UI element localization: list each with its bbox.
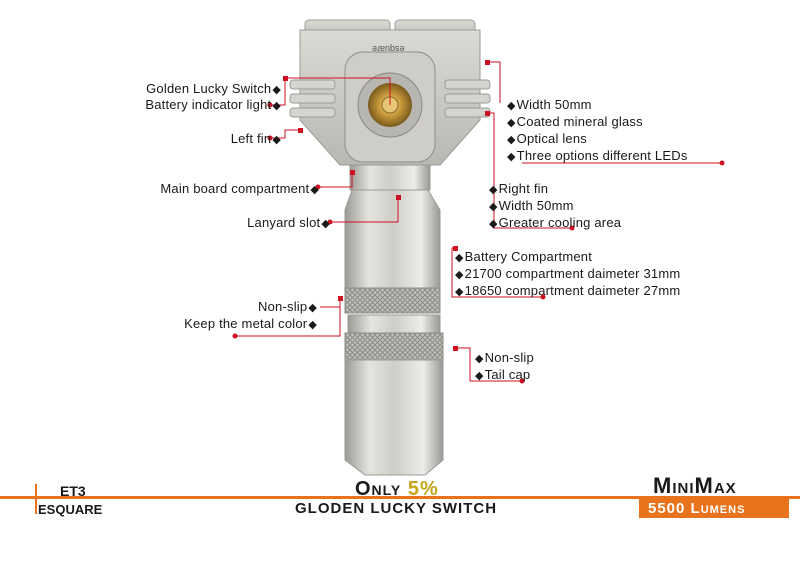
callout-text: Width 50mm [498,198,574,213]
diamond-icon: ◆ [455,252,464,264]
diamond-icon: ◆ [455,269,464,281]
diamond-icon: ◆ [272,134,281,146]
only-percent: 5% [407,478,439,500]
callout-non-slip-left: Non-slip◆ [258,299,318,316]
diamond-icon: ◆ [489,218,498,230]
diamond-icon: ◆ [308,302,317,314]
lumens-text: 5500 Lumens [648,500,746,517]
callout-18650: ◆18650 compartment daimeter 27mm [454,283,680,300]
brand-name: ESQUARE [38,502,103,517]
callout-lanyard-slot: Lanyard slot◆ [247,215,331,232]
diamond-icon: ◆ [507,100,516,112]
callout-text: Lanyard slot [247,215,321,230]
callout-text: Width 50mm [516,97,592,112]
head-engraving: esquare [372,44,405,54]
diamond-icon: ◆ [310,184,319,196]
diamond-icon: ◆ [475,370,484,382]
diamond-icon: ◆ [489,201,498,213]
callout-mineral-glass: ◆Coated mineral glass [506,114,643,131]
diamond-icon: ◆ [489,184,498,196]
callout-text: 18650 compartment daimeter 27mm [464,283,681,298]
diamond-icon: ◆ [507,151,516,163]
diamond-icon: ◆ [455,286,464,298]
callout-head-width: ◆Width 50mm [506,97,592,114]
callout-battery-compartment: ◆Battery Compartment [454,249,592,266]
callout-non-slip-right: ◆Non-slip [474,350,534,367]
callout-text: Battery Compartment [464,249,593,264]
callout-text: Three options different LEDs [516,148,688,163]
only-percent-headline: Only 5% [355,478,439,501]
diamond-icon: ◆ [272,100,281,112]
callout-fin-width: ◆Width 50mm [488,198,574,215]
callout-text: Right fin [498,181,549,196]
callout-text: Non-slip [484,350,534,365]
footer-accent-bar [35,484,37,514]
callout-metal-color: Keep the metal color◆ [184,316,318,333]
callout-battery-indicator: Battery indicator light◆ [145,97,282,114]
callout-text: Left fin [230,131,272,146]
callout-text: Keep the metal color [184,316,308,331]
diamond-icon: ◆ [507,134,516,146]
product-name: MiniMax [653,473,737,498]
callout-main-board: Main board compartment◆ [160,181,320,198]
footer-divider [0,496,800,499]
callout-left-fin: Left fin◆ [231,131,282,148]
diamond-icon: ◆ [507,117,516,129]
callout-optical-lens: ◆Optical lens [506,131,587,148]
callout-text: Tail cap [484,367,531,382]
callout-text: Battery indicator light [145,97,272,112]
callout-cooling-area: ◆Greater cooling area [488,215,621,232]
switch-subtitle: GLODEN LUCKY SWITCH [295,500,498,517]
callout-text: Coated mineral glass [516,114,643,129]
callout-text: Main board compartment [160,181,310,196]
callout-led-options: ◆Three options different LEDs [506,148,688,165]
diamond-icon: ◆ [308,319,317,331]
only-text: Only [355,478,402,500]
diamond-icon: ◆ [321,218,330,230]
diamond-icon: ◆ [475,353,484,365]
callout-21700: ◆21700 compartment daimeter 31mm [454,266,680,283]
callout-right-fin: ◆Right fin [488,181,548,198]
callout-text: Greater cooling area [498,215,622,230]
callout-golden-lucky-switch: Golden Lucky Switch◆ [146,81,282,98]
model-name: ET3 [60,483,86,499]
diamond-icon: ◆ [272,84,281,96]
callout-text: 21700 compartment daimeter 31mm [464,266,681,281]
callout-tail-cap: ◆Tail cap [474,367,530,384]
lumens-badge [639,499,789,518]
callout-text: Non-slip [258,299,308,314]
callout-text: Golden Lucky Switch [146,81,272,96]
callout-text: Optical lens [516,131,587,146]
